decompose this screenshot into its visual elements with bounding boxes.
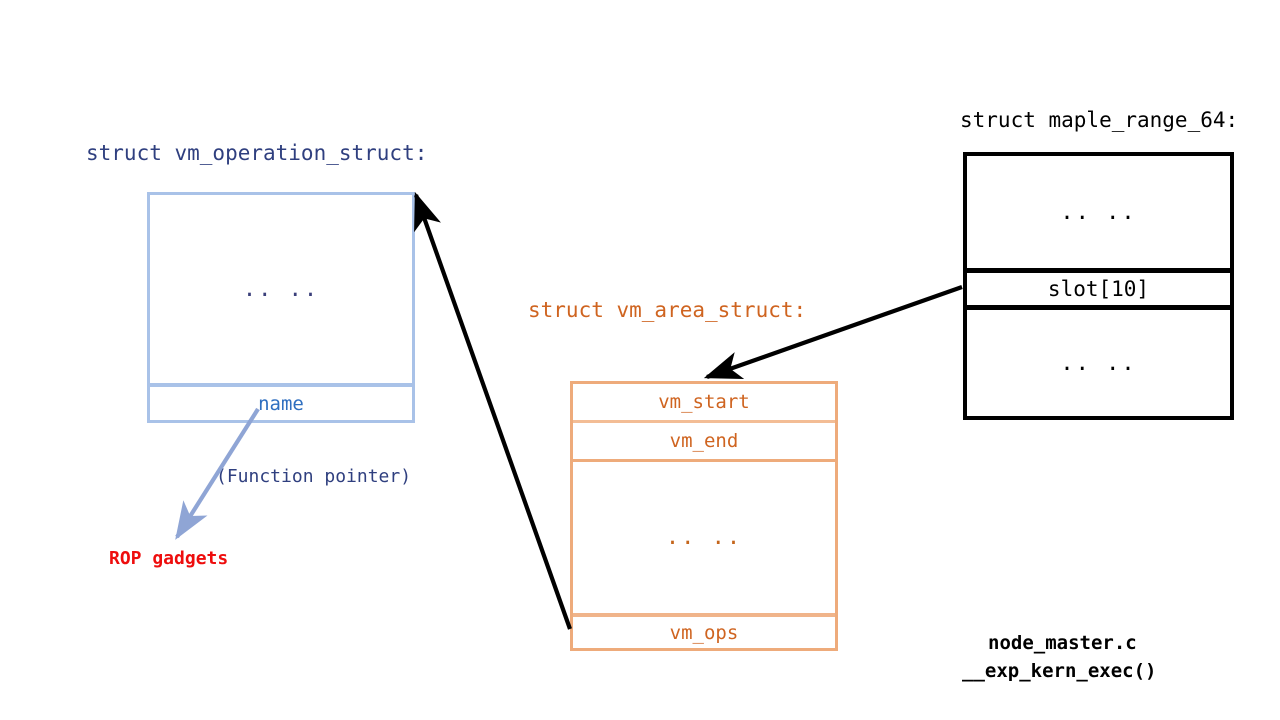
- maple-range-64-ellipsis-bottom: .. ..: [1060, 350, 1137, 376]
- source-reference-note: node_master.c __exp_kern_exec(): [962, 630, 1156, 685]
- vm-operation-struct-box: .. .. name: [147, 192, 415, 423]
- vm-operation-struct-ellipsis: .. ..: [242, 276, 320, 302]
- vm-operation-struct-title: struct vm_operation_struct:: [86, 141, 428, 165]
- vm-area-struct-box: vm_start vm_end .. .. vm_ops: [570, 381, 838, 651]
- arrow-vm-ops-to-vm-operation-struct: [414, 191, 572, 630]
- vm-area-struct-title: struct vm_area_struct:: [528, 298, 807, 322]
- maple-range-64-divider-2: [967, 305, 1230, 310]
- vm-operation-struct-ellipsis-row: .. ..: [150, 195, 412, 383]
- vm-area-struct-vm-end-row: vm_end: [573, 423, 835, 459]
- rop-gadgets-label: ROP gadgets: [109, 548, 229, 569]
- maple-range-64-title: struct maple_range_64:: [960, 108, 1239, 132]
- source-symbol-name: __exp_kern_exec(): [962, 659, 1157, 682]
- maple-range-64-box: .. .. slot[10] .. ..: [963, 152, 1234, 420]
- maple-range-64-slot-field: slot[10]: [1047, 277, 1150, 301]
- vm-area-struct-ellipsis-row: .. ..: [573, 462, 835, 613]
- source-file-name: node_master.c: [988, 632, 1137, 654]
- vm-area-struct-vm-ops-field: vm_ops: [669, 621, 739, 644]
- maple-range-64-ellipsis-top-row: .. ..: [967, 156, 1230, 268]
- vm-area-struct-vm-end-field: vm_end: [669, 430, 739, 452]
- vm-operation-struct-divider: [150, 383, 412, 387]
- maple-range-64-ellipsis-bottom-row: .. ..: [967, 310, 1230, 416]
- vm-area-struct-vm-start-row: vm_start: [573, 384, 835, 420]
- maple-range-64-ellipsis-top: .. ..: [1060, 199, 1137, 225]
- vm-operation-struct-name-field: name: [258, 392, 304, 415]
- vm-area-struct-vm-ops-row: vm_ops: [573, 617, 835, 648]
- vm-area-struct-ellipsis: .. ..: [665, 525, 743, 550]
- vm-area-struct-divider-3: [573, 613, 835, 617]
- maple-range-64-divider-1: [967, 268, 1230, 273]
- vm-area-struct-divider-1: [573, 420, 835, 423]
- vm-area-struct-vm-start-field: vm_start: [658, 391, 750, 413]
- function-pointer-annotation: (Function pointer): [216, 466, 412, 487]
- vm-operation-struct-name-row: name: [150, 387, 412, 420]
- vm-area-struct-divider-2: [573, 459, 835, 462]
- maple-range-64-slot-row: slot[10]: [967, 273, 1230, 305]
